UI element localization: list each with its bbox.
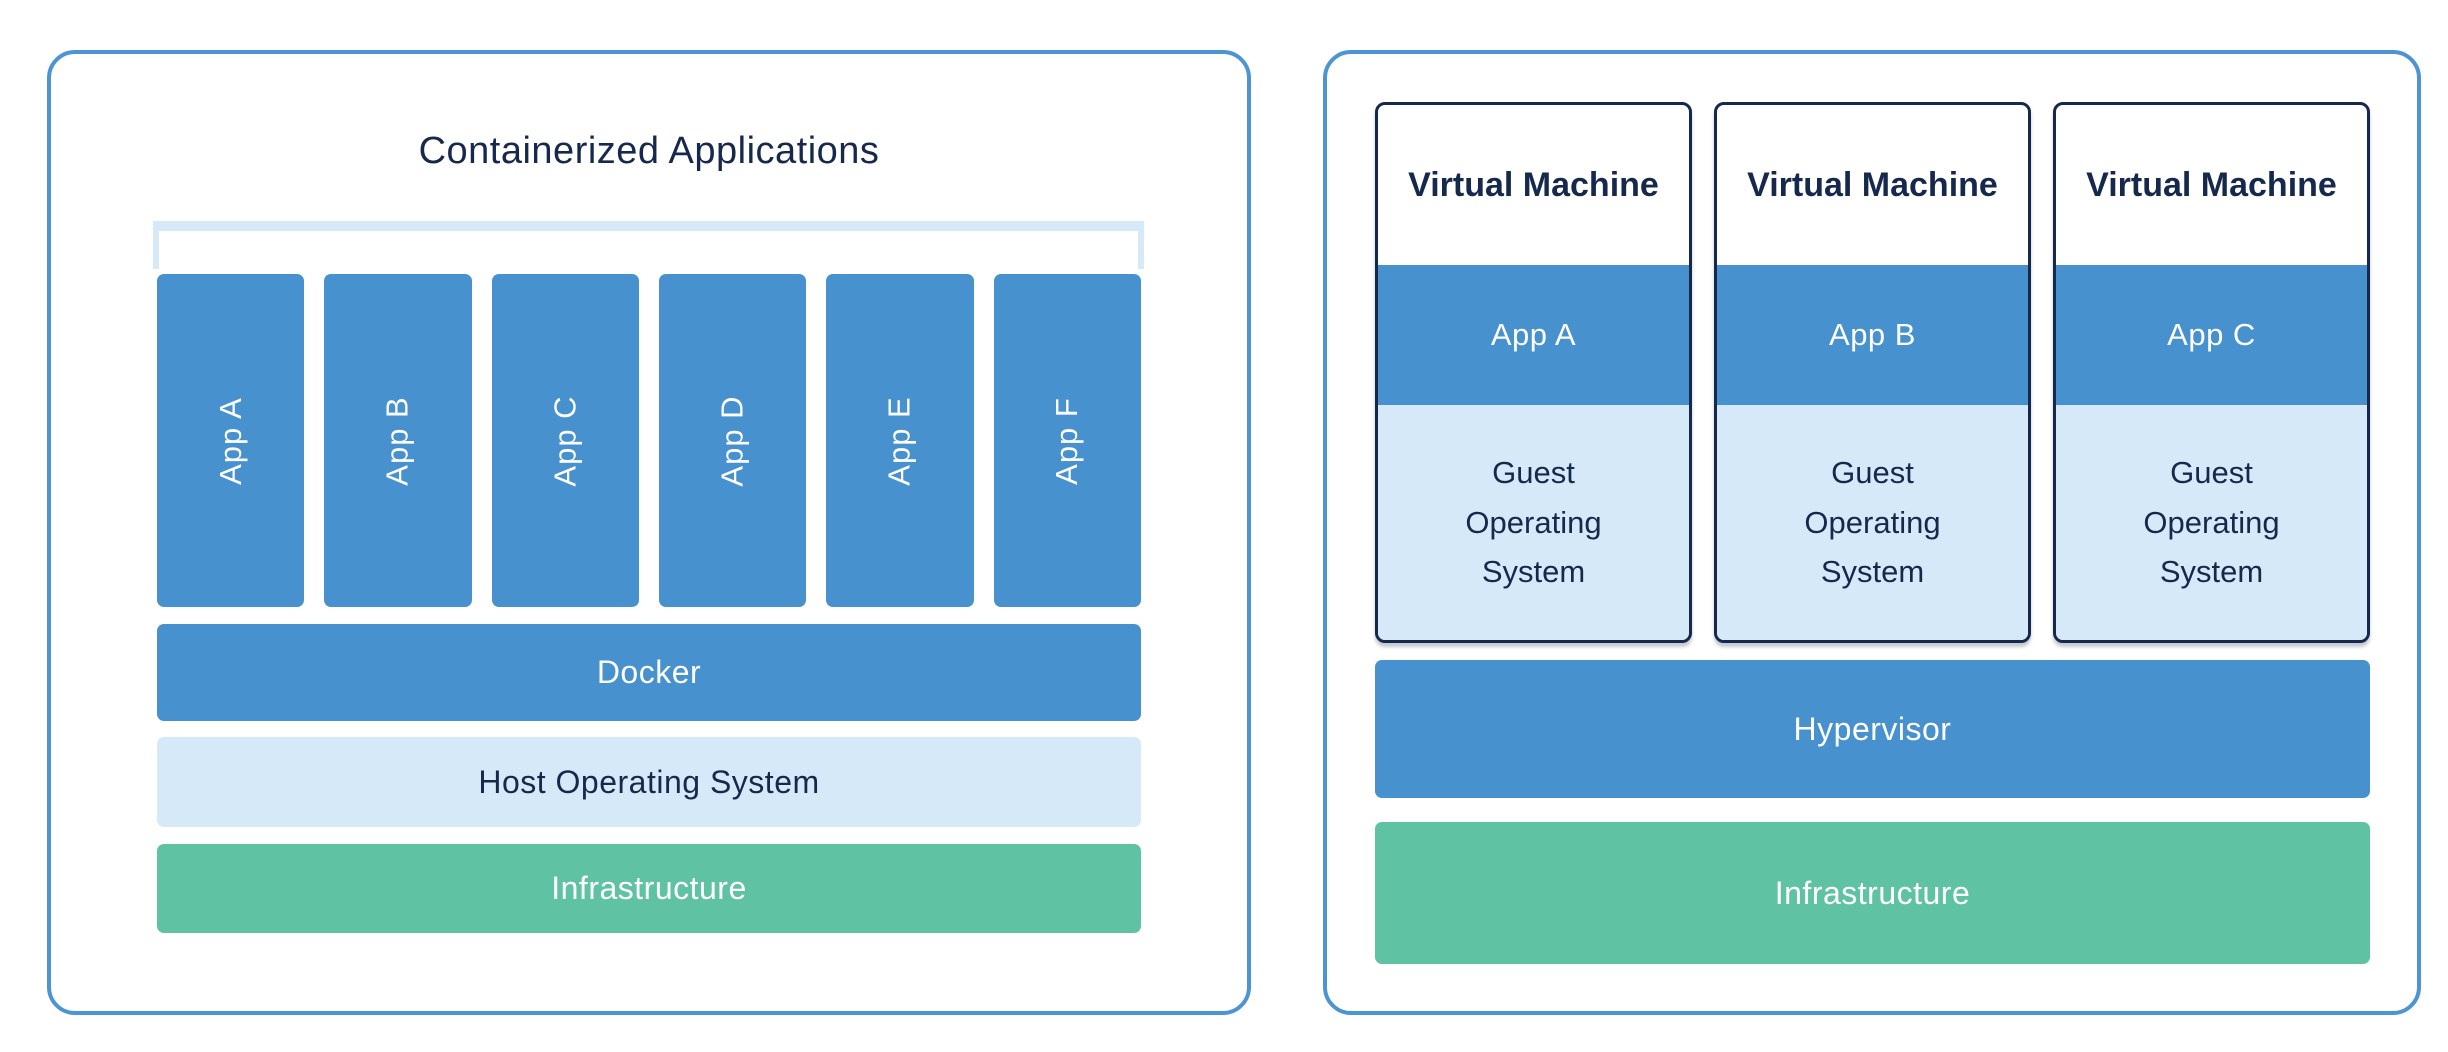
app-column-label: App C <box>547 394 583 487</box>
vm-guest-os-label: Guest Operating System <box>1804 455 1941 590</box>
vm-app-section: App B <box>1717 265 2028 405</box>
vm-title: Virtual Machine <box>1408 165 1659 204</box>
vm-guest-os-label: Guest Operating System <box>2143 455 2280 590</box>
infrastructure-layer-bar-left: Infrastructure <box>157 844 1141 933</box>
containers-panel: Containerized Applications App A App B A… <box>47 50 1251 1015</box>
app-column-f: App F <box>993 274 1141 607</box>
host-os-layer-bar: Host Operating System <box>157 737 1141 827</box>
app-column-c: App C <box>491 274 639 607</box>
app-column-label: App A <box>212 396 248 485</box>
infrastructure-layer-bar-right: Infrastructure <box>1375 822 2370 964</box>
virtual-machines-panel: Virtual Machine App A Guest Operating Sy… <box>1323 50 2421 1015</box>
vm-box-1: Virtual Machine App A Guest Operating Sy… <box>1375 102 1692 643</box>
vm-box-2: Virtual Machine App B Guest Operating Sy… <box>1714 102 2031 643</box>
app-column-d: App D <box>658 274 807 607</box>
vm-title: Virtual Machine <box>1747 165 1998 204</box>
app-columns-row: App A App B App C App D App E App F <box>157 274 1141 607</box>
app-column-label: App D <box>714 394 750 487</box>
vm-guest-os-section: Guest Operating System <box>2056 405 2367 640</box>
vm-boxes-row: Virtual Machine App A Guest Operating Sy… <box>1375 102 2370 643</box>
hypervisor-layer-bar: Hypervisor <box>1375 660 2370 798</box>
vm-guest-os-section: Guest Operating System <box>1378 405 1689 640</box>
app-column-label: App B <box>379 395 415 486</box>
app-column-label: App F <box>1049 396 1085 485</box>
containers-panel-title: Containerized Applications <box>418 130 880 172</box>
app-column-e: App E <box>826 274 974 607</box>
containers-group-bracket <box>153 221 1144 269</box>
app-column-b: App B <box>324 274 472 607</box>
app-column-a: App A <box>157 274 305 607</box>
vm-guest-os-section: Guest Operating System <box>1717 405 2028 640</box>
app-column-label: App E <box>881 395 917 486</box>
docker-layer-bar: Docker <box>157 624 1141 721</box>
vm-app-section: App A <box>1378 265 1689 405</box>
vm-guest-os-label: Guest Operating System <box>1465 455 1602 590</box>
vm-box-3: Virtual Machine App C Guest Operating Sy… <box>2053 102 2370 643</box>
vm-app-section: App C <box>2056 265 2367 405</box>
vm-title: Virtual Machine <box>2086 165 2337 204</box>
